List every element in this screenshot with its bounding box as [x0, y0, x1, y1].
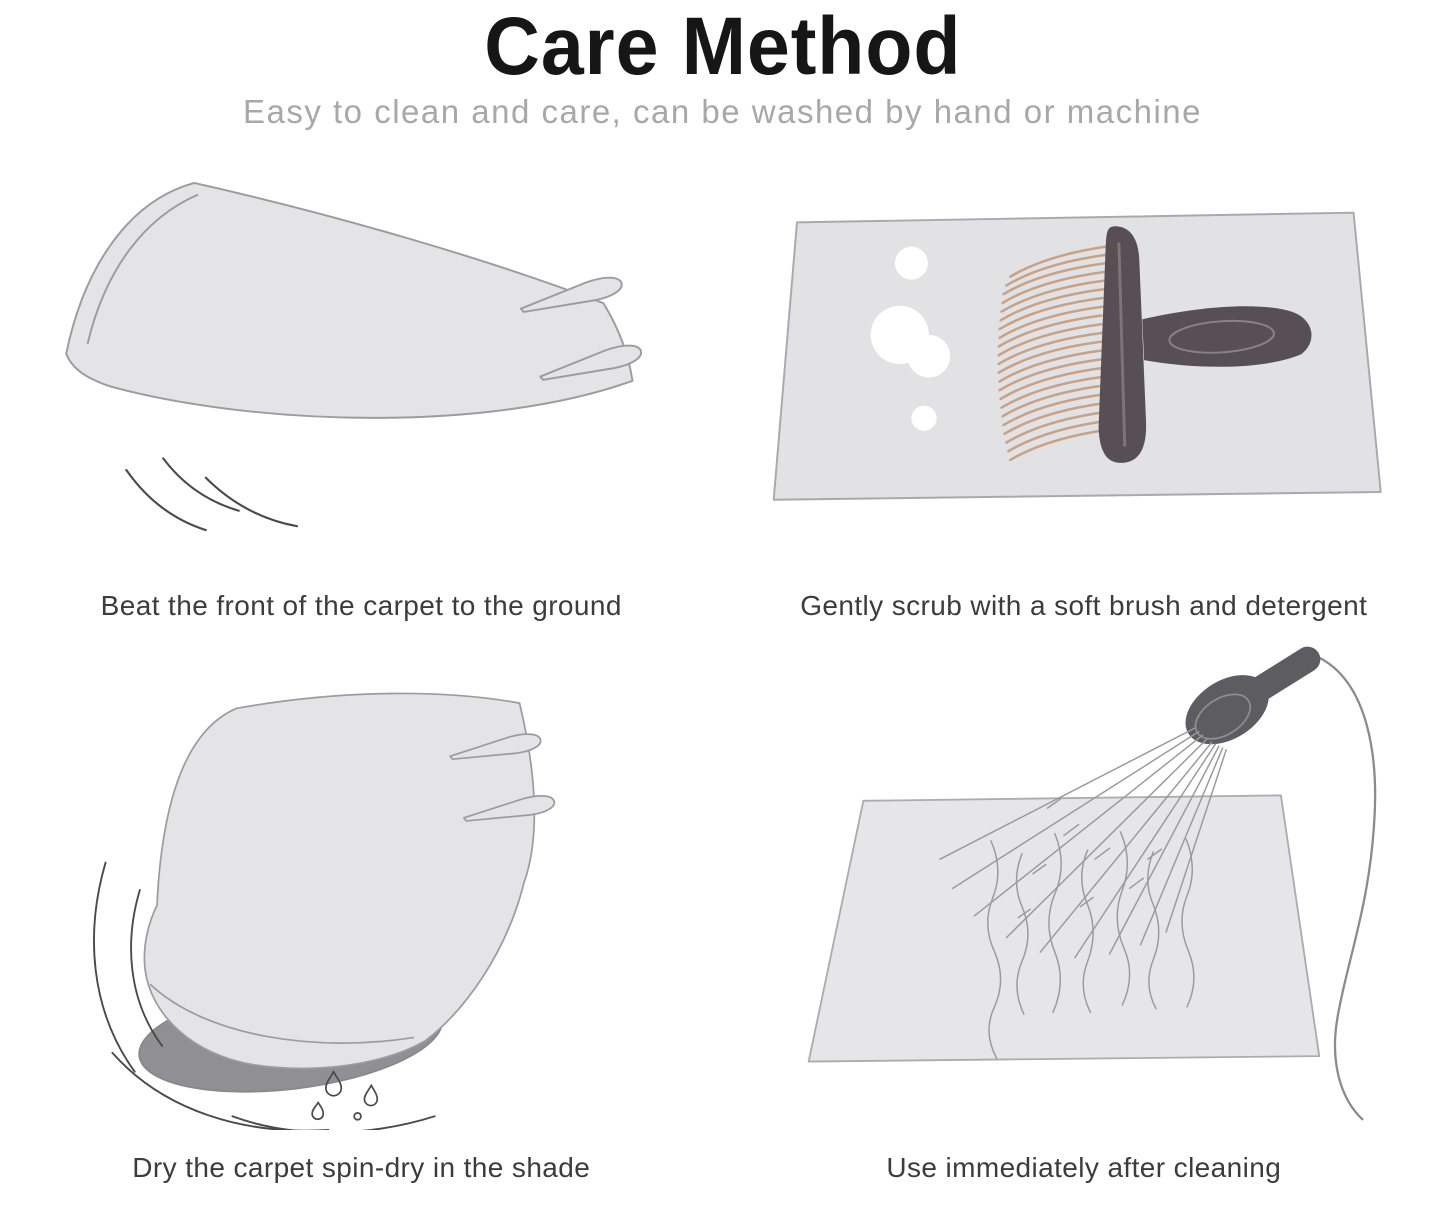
dry-illustration-area	[18, 632, 705, 1148]
use-illustration-area	[741, 632, 1428, 1148]
carpet-strap-icon	[463, 795, 556, 822]
shower-rinse-illustration	[807, 646, 1376, 1121]
steps-grid: Beat the front of the carpet to the grou…	[0, 130, 1445, 1210]
step-caption: Gently scrub with a soft brush and deter…	[800, 590, 1368, 622]
shower-hose-cord	[1316, 655, 1376, 1121]
step-panel-beat: Beat the front of the carpet to the grou…	[18, 140, 705, 632]
carpet	[65, 181, 634, 419]
step-caption: Use immediately after cleaning	[886, 1152, 1282, 1183]
step-panel-scrub: Gently scrub with a soft brush and deter…	[741, 140, 1428, 632]
step-panel-dry: Dry the carpet spin-dry in the shade	[18, 632, 705, 1194]
header: Care Method Easy to clean and care, can …	[0, 0, 1445, 130]
carpet-spin-dry-illustration	[93, 692, 556, 1131]
page-title: Care Method	[483, 1, 962, 92]
carpet-roll	[138, 692, 536, 1093]
carpet-strap-icon	[449, 733, 542, 761]
water-drop-icons	[311, 1070, 379, 1121]
scrub-illustration-area	[741, 140, 1428, 586]
step-panel-use: Use immediately after cleaning	[741, 632, 1428, 1194]
detergent-foam	[870, 246, 950, 432]
spray-lines	[938, 727, 1227, 959]
shower-head-icon	[1185, 646, 1321, 745]
step-caption: Dry the carpet spin-dry in the shade	[132, 1152, 591, 1183]
brush-scrubbing-illustration	[772, 212, 1382, 501]
step-caption: Beat the front of the carpet to the grou…	[100, 590, 622, 622]
water-flow-wavy-lines	[986, 831, 1195, 1059]
carpet-strap-icon	[539, 344, 643, 381]
beat-illustration-area	[18, 140, 705, 586]
carpet-strap-icon	[520, 276, 623, 313]
brush	[1098, 226, 1312, 464]
page-subtitle: Easy to clean and care, can be washed by…	[242, 93, 1203, 130]
beating-motion-lines	[125, 457, 299, 532]
spin-motion-lines	[93, 861, 436, 1131]
carpet-beating-illustration	[65, 181, 643, 532]
